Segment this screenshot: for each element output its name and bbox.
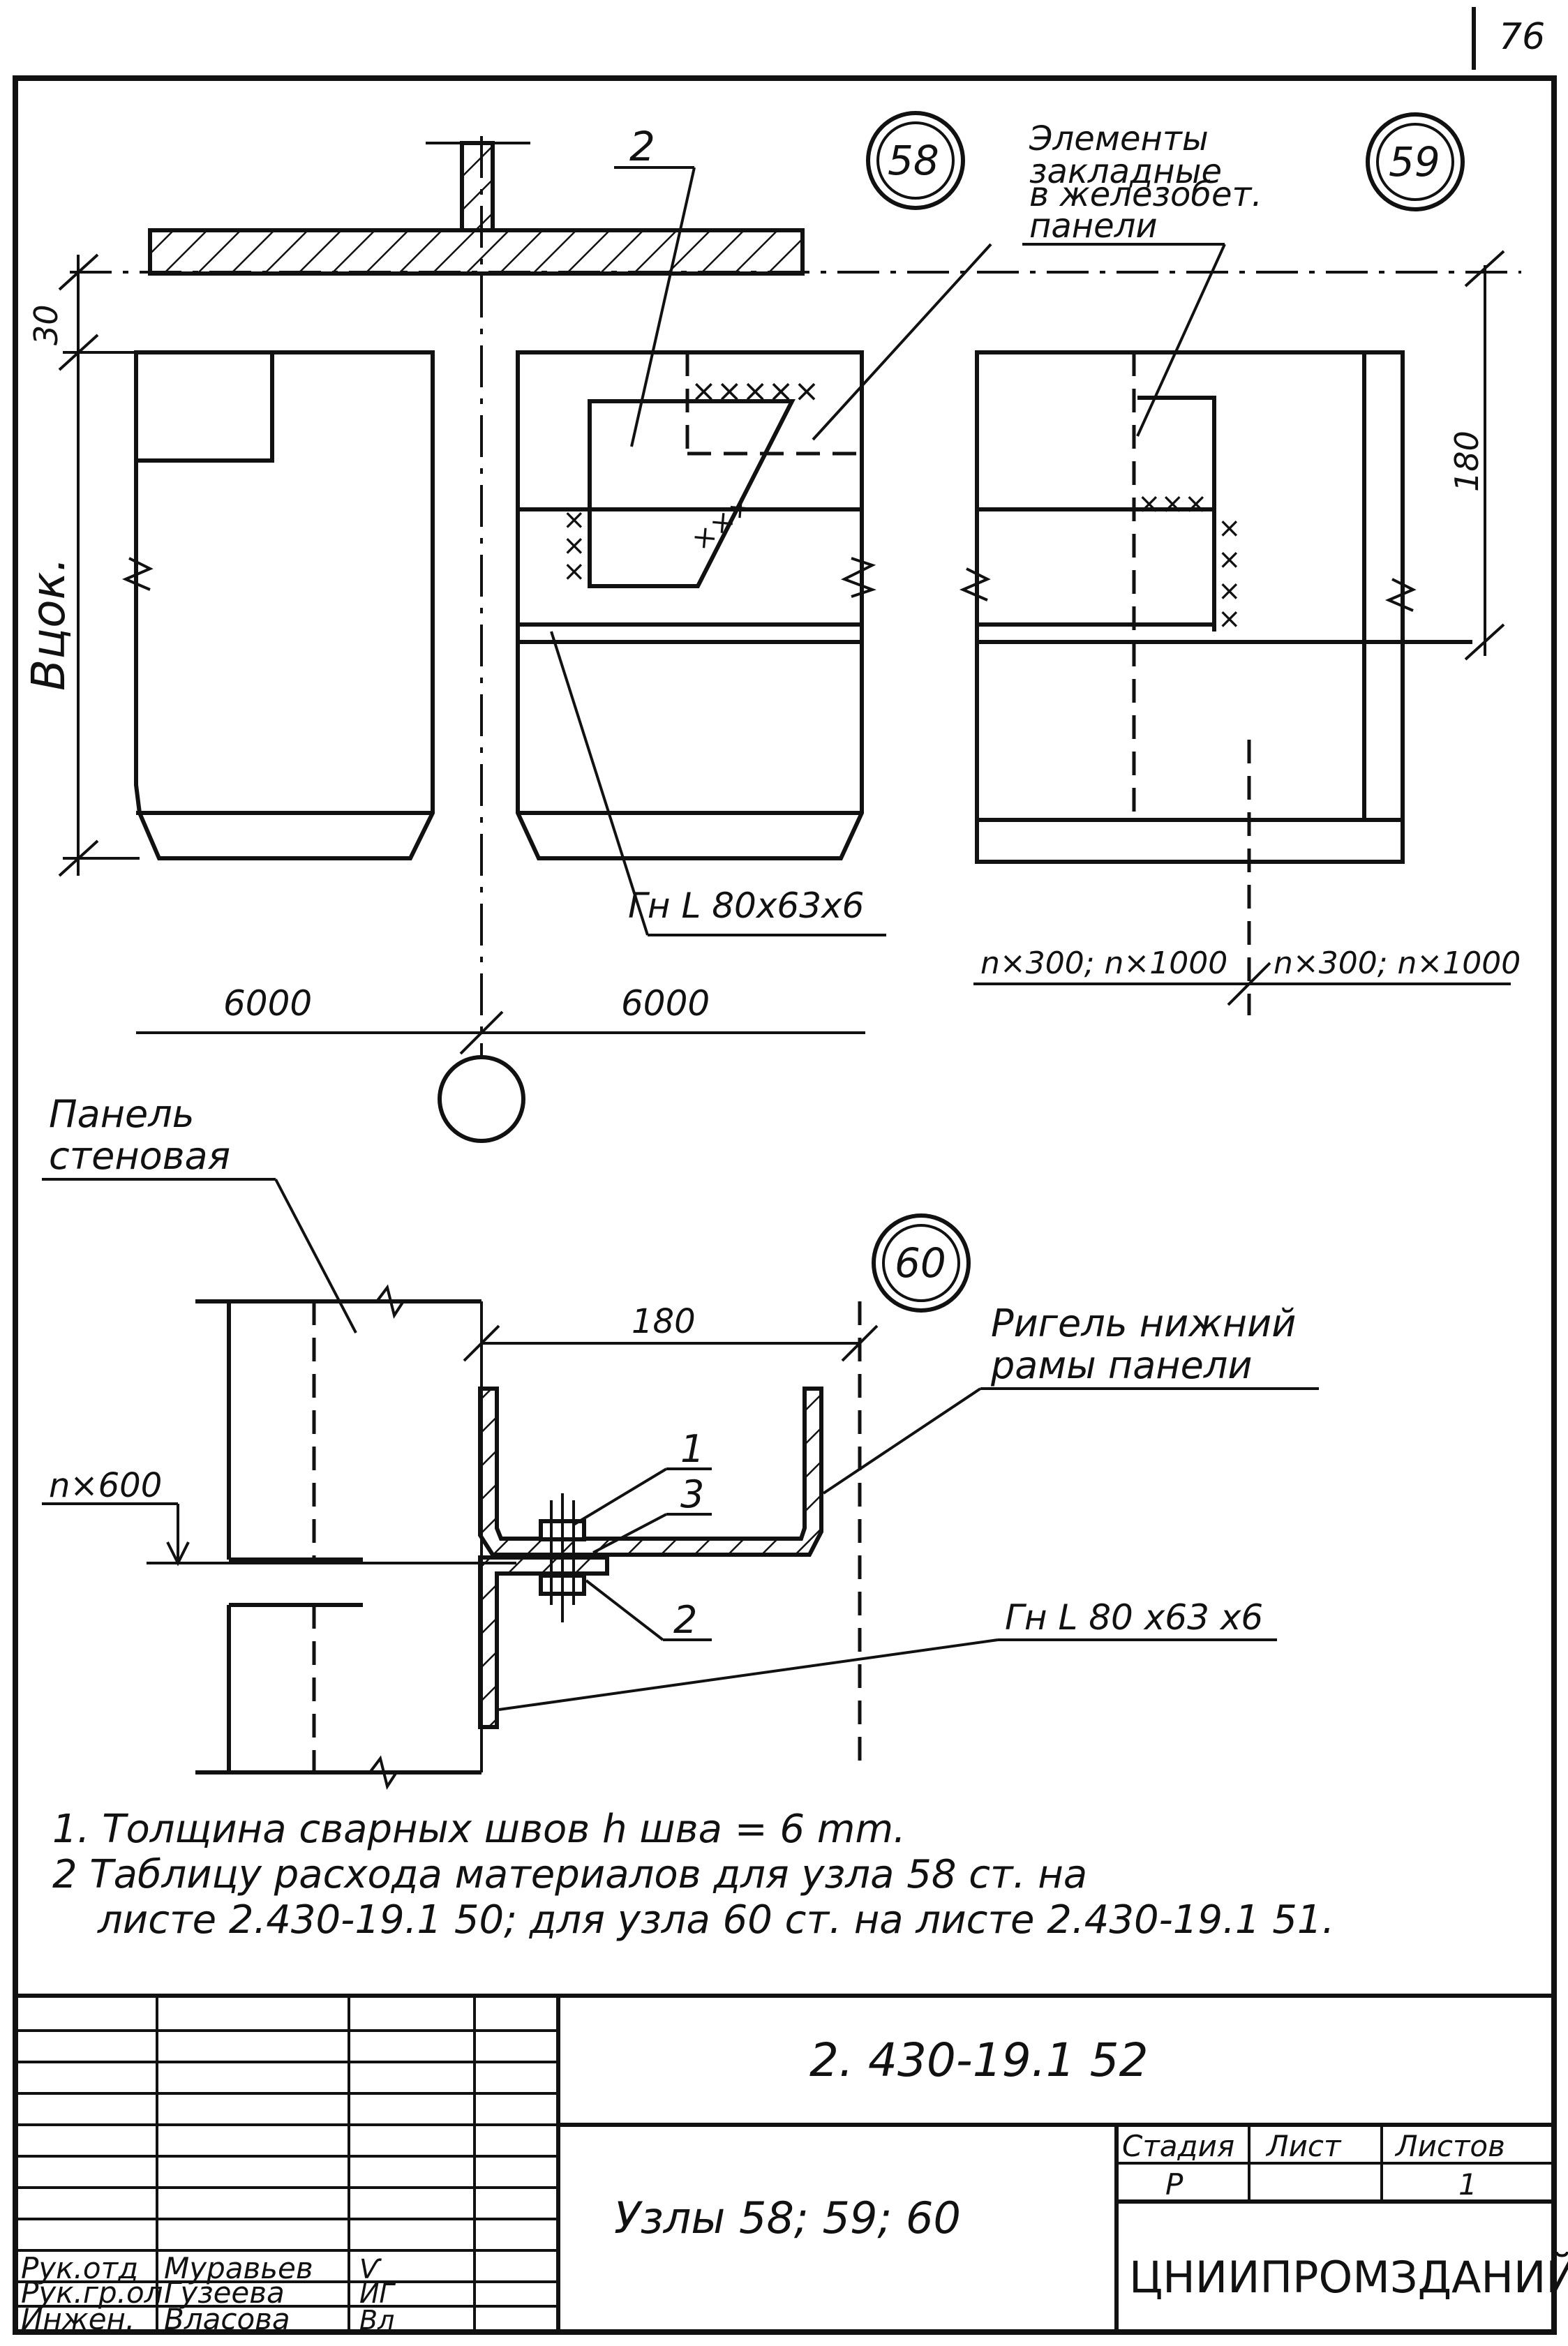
wall-panel-line-1: Панель: [49, 1092, 195, 1136]
person-role-1: Рук.отд: [21, 2251, 138, 2285]
span-right-label: 6000: [621, 983, 710, 1024]
middle-panel: [516, 350, 864, 860]
dim-height-label: Вцок.: [22, 558, 75, 691]
stage-value: Р: [1165, 2167, 1184, 2202]
weld-marks-58d: ×: [562, 530, 586, 562]
person-name-2: Гузеева: [164, 2276, 285, 2310]
person-role-2: Рук.гр.ол: [21, 2276, 163, 2310]
pos-2-top-label: 2: [629, 123, 655, 170]
left-panel-insert: [136, 352, 274, 463]
top-detail: 30 Вцок. ××××× ××× × × × ××× ×: [22, 111, 1521, 1143]
top-beam-hatched: [148, 228, 805, 276]
right-panel: [975, 350, 1405, 864]
sheets-header: Листов: [1394, 2129, 1505, 2163]
dim-180-bottom: 180: [632, 1302, 696, 1341]
rigel-channel: [478, 1387, 823, 1557]
page-number: 76: [1499, 16, 1545, 58]
rigel-line-1: Ригель нижний: [991, 1301, 1296, 1345]
wall-panel-line-2: стеновая: [49, 1134, 230, 1178]
note-3: листе 2.430-19.1 50; для узла 60 ст. на …: [97, 1897, 1334, 1943]
person-sign-2: ИГ: [359, 2278, 396, 2309]
pitch-right-label: n×300; n×1000: [1274, 946, 1521, 981]
notes: 1. Толщина сварных швов h шва = 6 mm. 2 …: [52, 1807, 1334, 1943]
sheets-value: 1: [1458, 2167, 1477, 2202]
person-role-3: Инжен.: [21, 2302, 135, 2336]
organization: ЦНИИПРОМЗДАНИЙ: [1129, 2252, 1568, 2303]
pos-1-label: 1: [680, 1427, 704, 1471]
drawing-title: Узлы 58; 59; 60: [614, 2192, 961, 2243]
embedded-plate-58: [588, 399, 796, 588]
span-left-label: 6000: [223, 983, 312, 1024]
pos-3-label: 3: [680, 1472, 704, 1516]
embedded-elements-line-4: панели: [1029, 207, 1158, 246]
doc-code: 2. 430-19.1 52: [809, 2033, 1149, 2087]
pitch-left-label: n×300; n×1000: [980, 946, 1227, 981]
embedded-elements-line-3: в железобет.: [1029, 175, 1262, 214]
node-60-label: 60: [895, 1239, 946, 1287]
note-2: 2 Таблицу расхода материалов для узла 58…: [52, 1852, 1087, 1897]
weld-marks-58a: ×××××: [691, 373, 819, 409]
person-sign-3: Вл: [359, 2305, 394, 2336]
dim-30: 30: [27, 304, 65, 345]
weld-marks-59b: ×: [1218, 512, 1241, 544]
weld-marks-58b: ×××: [685, 488, 760, 558]
person-sign-1: Ѵ: [359, 2254, 382, 2285]
weld-marks-59d: ×: [1218, 575, 1241, 607]
person-name-3: Власова: [164, 2302, 290, 2336]
weld-marks-59e: ×: [1218, 603, 1241, 635]
node-59-label: 59: [1389, 138, 1440, 186]
person-name-1: Муравьев: [164, 2251, 313, 2285]
weld-marks-59c: ×: [1218, 544, 1241, 576]
top-post-hatched: [460, 141, 495, 232]
weld-marks-58e: ×: [562, 555, 586, 588]
stage-header: Стадия: [1122, 2129, 1234, 2163]
weld-marks-58c: ×: [562, 504, 586, 536]
title-block: Рук.отд Муравьев Ѵ Рук.гр.ол Гузеева ИГ …: [15, 1994, 1568, 2336]
drawing-frame: [13, 75, 1557, 2335]
angle-top-label: Гн L 80х63х6: [628, 886, 864, 926]
pos-2-label: 2: [673, 1598, 697, 1642]
embedded-elements-line-2: закладные: [1029, 152, 1222, 191]
page-corner: 76: [1472, 7, 1545, 70]
node-60-detail: Панель стеновая 60 n×600 180: [42, 1092, 1319, 1790]
left-panel: [134, 350, 435, 860]
angle-bottom-label: Гн L 80 х63 х6: [1005, 1597, 1263, 1638]
note-1: 1. Толщина сварных швов h шва = 6 mm.: [52, 1807, 906, 1852]
embedded-plate-59: [1137, 396, 1216, 632]
pitch-600-label: n×600: [49, 1466, 162, 1505]
sheet-header: Лист: [1265, 2129, 1342, 2163]
node-58-label: 58: [888, 137, 939, 184]
dim-180-right: 180: [1448, 431, 1486, 492]
axis-bubble: [438, 1055, 525, 1143]
embedded-elements-line-1: Элементы: [1029, 119, 1209, 158]
weld-marks-59a: ×××: [1137, 488, 1208, 520]
rigel-line-2: рамы панели: [990, 1343, 1252, 1387]
